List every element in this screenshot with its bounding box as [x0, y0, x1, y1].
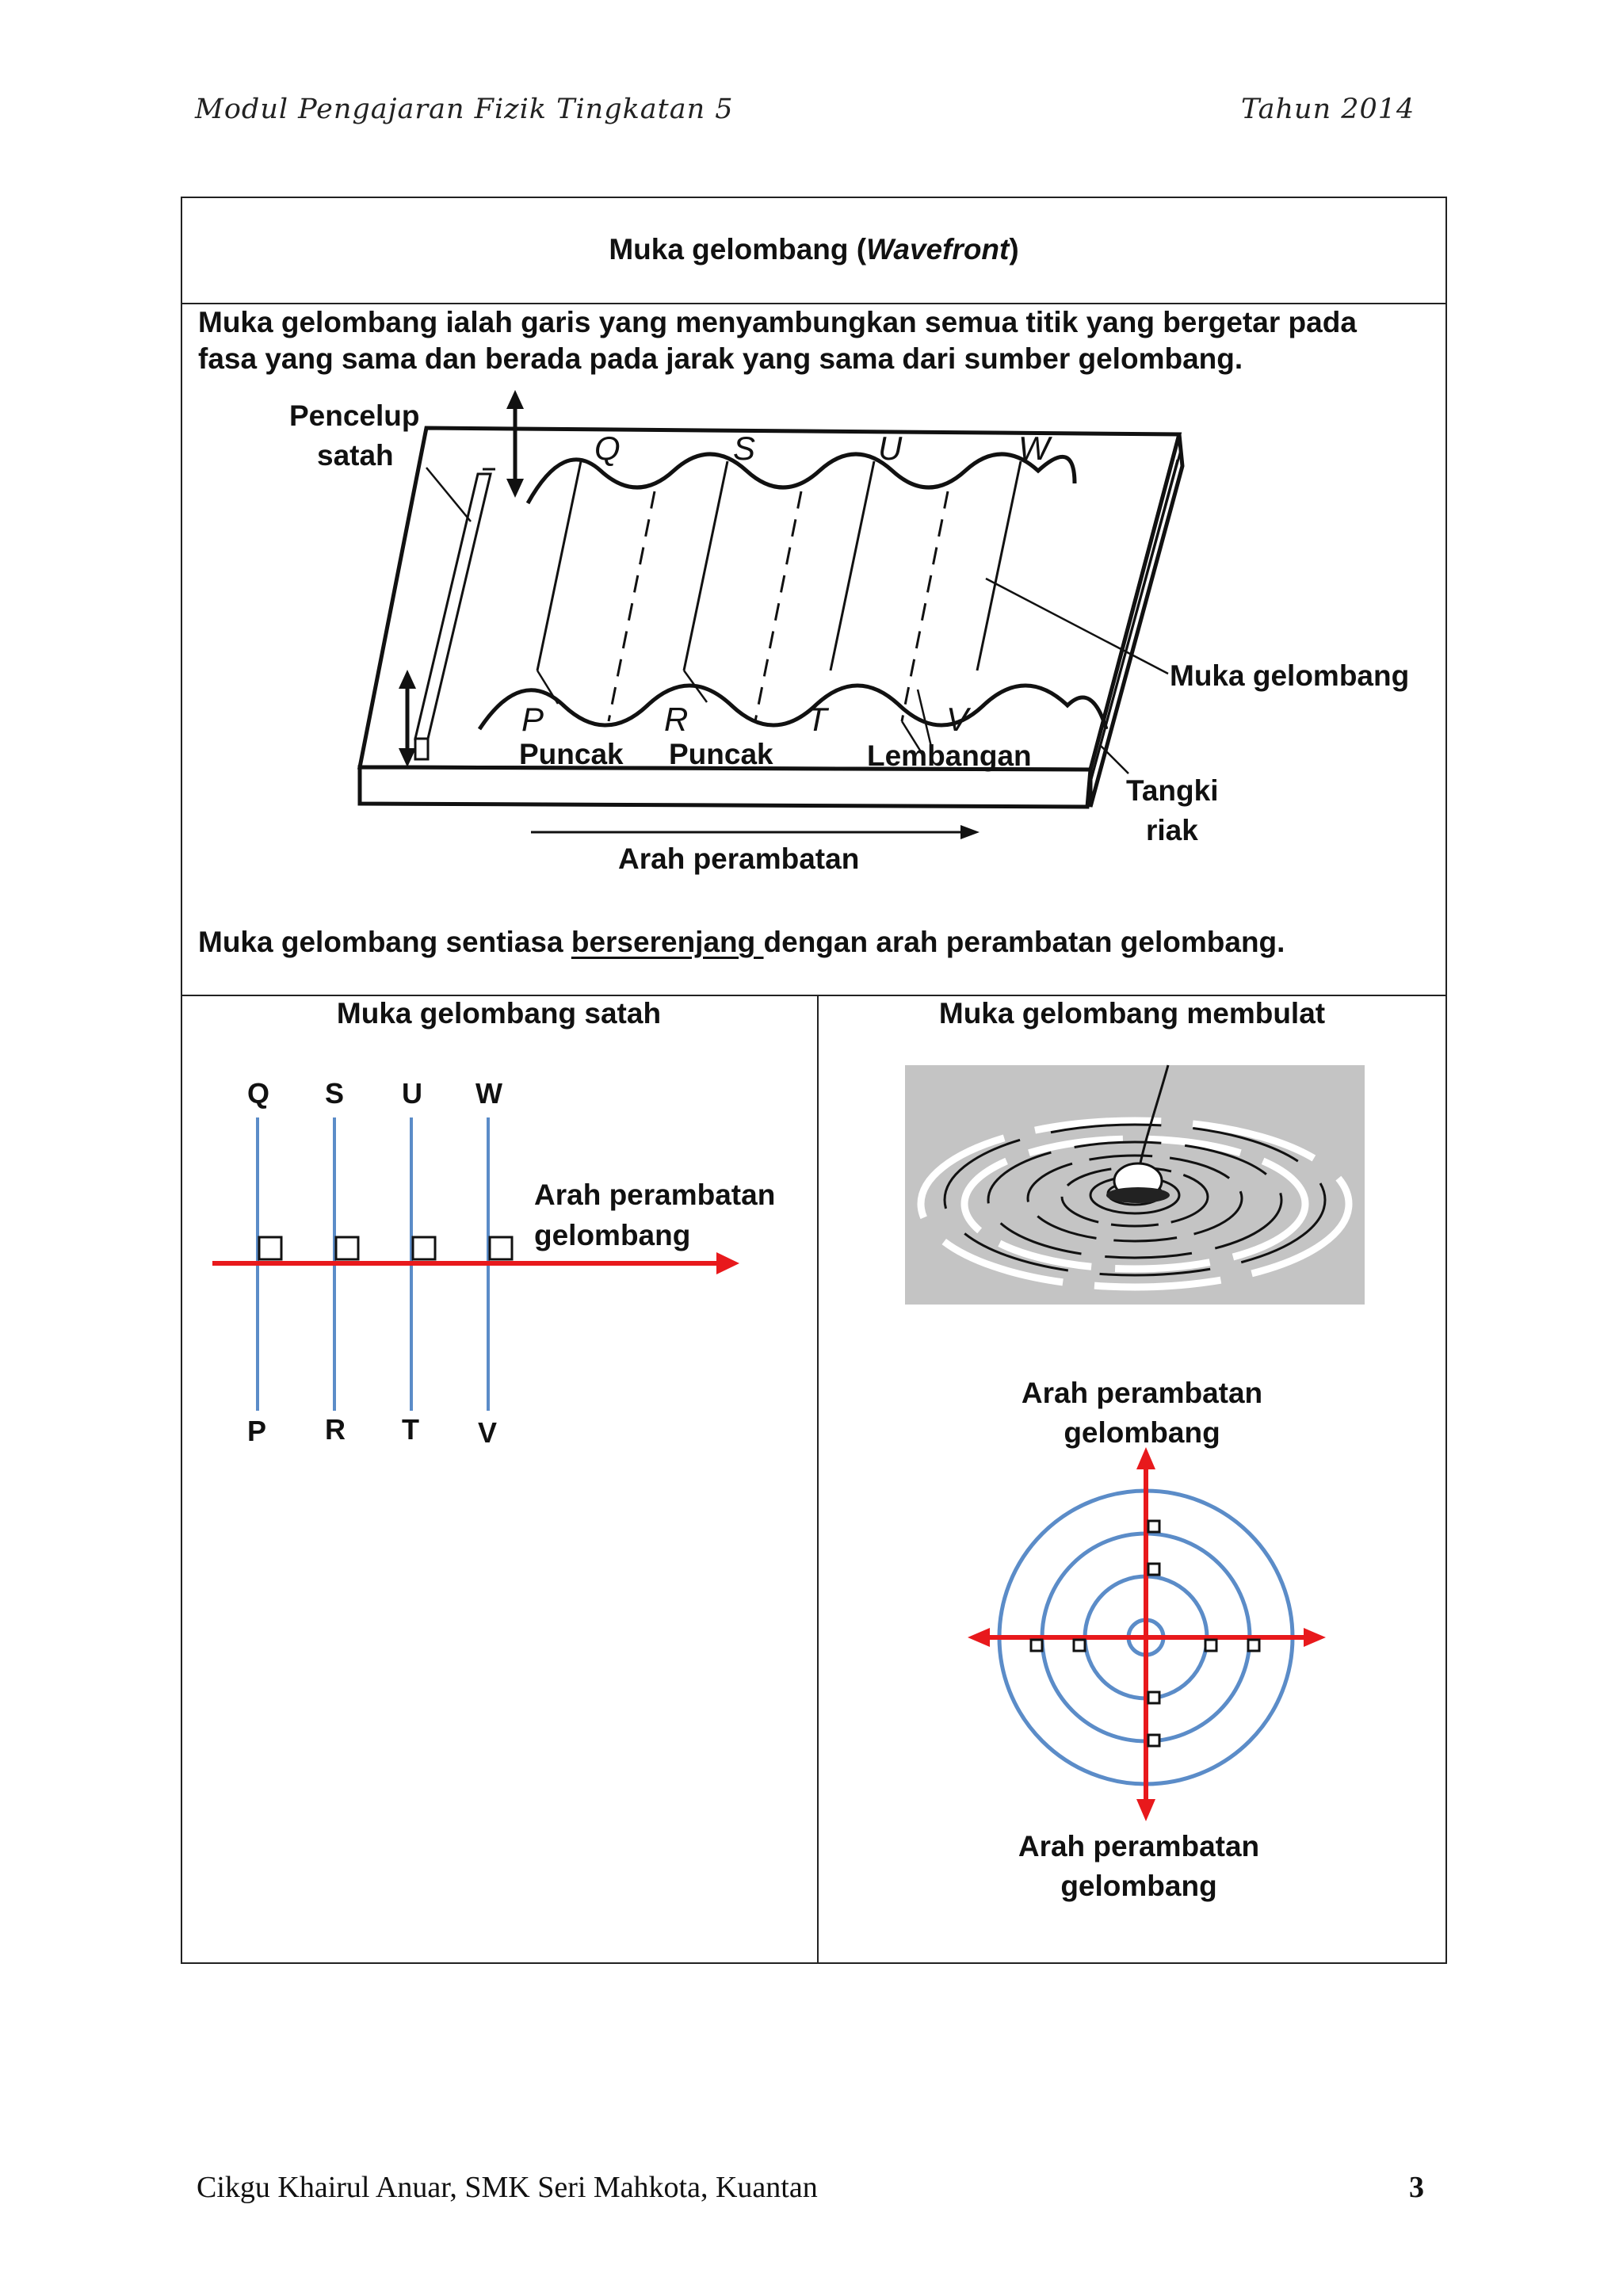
- trough-wavefronts: [607, 491, 949, 722]
- far-wave-profile: [525, 452, 1077, 505]
- plane-dipper: [414, 468, 495, 761]
- plane-direction-label-1: Arah perambatan: [534, 1179, 775, 1211]
- plane-wavefront-title: Muka gelombang satah: [336, 997, 662, 1030]
- plane-wavefront-diagram: Q S U W P R T V Arah perambatan gelomban…: [212, 1077, 775, 1449]
- ripple-tank-diagram: Q S U W P R T V Pencelup satah Puncak Pu…: [289, 390, 1409, 875]
- table-column-divider: [817, 995, 819, 1964]
- arrowhead-down: [1136, 1799, 1155, 1821]
- wavefront-definition: Muka gelombang ialah garis yang menyambu…: [198, 306, 1357, 375]
- plane-label-q: Q: [247, 1077, 269, 1110]
- plane-label-v: V: [478, 1416, 497, 1449]
- label-leaders: [426, 467, 1169, 774]
- label-u: U: [878, 430, 903, 467]
- label-r: R: [664, 701, 688, 738]
- right-angle-marker: [1204, 1638, 1218, 1652]
- right-angle-marker: [1029, 1638, 1044, 1652]
- label-p: P: [521, 701, 544, 738]
- dipper-label-1: Pencelup: [289, 399, 420, 432]
- right-angle-marker: [411, 1236, 437, 1261]
- circular-wavefront-title: Muka gelombang membulat: [938, 997, 1326, 1030]
- module-title: Modul Pengajaran Fizik Tingkatan 5: [195, 94, 734, 125]
- label-q: Q: [594, 430, 621, 467]
- author-credit: Cikgu Khairul Anuar, SMK Seri Mahkota, K…: [197, 2171, 818, 2204]
- content-table: [181, 197, 1447, 1964]
- right-angle-marker: [1147, 1519, 1161, 1534]
- plane-label-s: S: [325, 1077, 344, 1110]
- plane-label-r: R: [325, 1413, 346, 1446]
- circular-bottom-label-2: gelombang: [1060, 1870, 1216, 1902]
- label-w: W: [1018, 430, 1052, 467]
- label-s: S: [733, 430, 755, 467]
- crest-wavefronts: [536, 460, 1022, 671]
- right-angle-marker: [1147, 1690, 1161, 1705]
- label-v: V: [946, 701, 972, 738]
- tank-label-2: riak: [1146, 814, 1198, 846]
- circular-ripple-illustration: [905, 1064, 1365, 1305]
- arrowhead-up: [1136, 1447, 1155, 1469]
- plane-direction-label-2: gelombang: [534, 1219, 690, 1251]
- perpendicular-statement: Muka gelombang sentiasa berserenjang den…: [198, 926, 1285, 958]
- plane-label-p: P: [247, 1415, 266, 1447]
- right-angle-marker: [1147, 1733, 1161, 1748]
- crest-label-2: Puncak: [669, 738, 773, 770]
- right-angle-marker: [1247, 1638, 1261, 1652]
- circular-bottom-label-1: Arah perambatan: [1018, 1830, 1259, 1862]
- section-title: Muka gelombang (Wavefront): [609, 233, 1019, 266]
- near-wave-profile: [477, 683, 1109, 731]
- right-angle-marker: [258, 1236, 283, 1261]
- table-divider-title: [181, 303, 1447, 304]
- vibrator-wire: [1138, 1064, 1170, 1167]
- page-number: 3: [1409, 2171, 1424, 2204]
- propagation-label: Arah perambatan: [618, 842, 859, 875]
- dipper-label-2: satah: [317, 439, 394, 472]
- plane-label-u: U: [402, 1077, 422, 1110]
- circular-top-label-2: gelombang: [1064, 1416, 1220, 1449]
- crest-label-1: Puncak: [519, 738, 624, 770]
- table-divider-columns: [181, 995, 1447, 996]
- propagation-arrowhead: [960, 825, 980, 839]
- label-t: T: [807, 701, 830, 738]
- underlined-word: berserenjang: [571, 926, 764, 958]
- dipper-motion-arrows: [399, 390, 524, 767]
- plane-label-t: T: [402, 1413, 419, 1446]
- trough-label: Lembangan: [867, 739, 1032, 772]
- right-angle-marker: [334, 1236, 360, 1261]
- arrowhead-left: [968, 1628, 990, 1647]
- right-angle-marker: [488, 1236, 514, 1261]
- wavefront-label: Muka gelombang: [1170, 659, 1409, 692]
- circular-wavefront-diagram: Arah perambatan gelombang Arah perambata…: [968, 1377, 1326, 1902]
- arrowhead-right: [1304, 1628, 1326, 1647]
- plane-direction-arrowhead: [716, 1252, 739, 1274]
- circular-top-label-1: Arah perambatan: [1022, 1377, 1262, 1409]
- module-year: Tahun 2014: [1241, 94, 1415, 125]
- right-angle-marker: [1072, 1638, 1086, 1652]
- tank-label-1: Tangki: [1126, 774, 1219, 807]
- plane-label-w: W: [475, 1077, 502, 1110]
- right-angle-marker: [1147, 1562, 1161, 1576]
